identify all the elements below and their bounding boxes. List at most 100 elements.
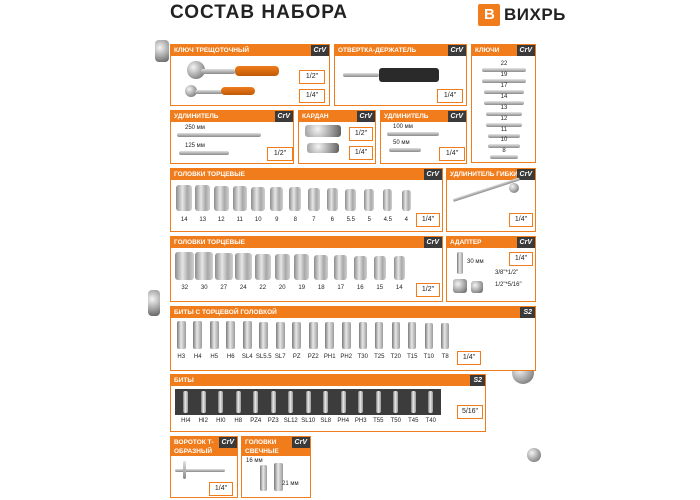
length-label: 250 мм <box>185 125 205 131</box>
socket-icon <box>353 255 367 280</box>
panel-sockets-quarter: головки торцевые CrV 141312111098765.554… <box>170 168 443 232</box>
wrench-icon <box>482 79 526 83</box>
panel-title: удлинитель <box>381 111 466 122</box>
bit-icon <box>253 391 259 413</box>
length-label: 50 мм <box>393 140 410 146</box>
socket-size-label: 7 <box>312 217 316 223</box>
socket-icon <box>175 252 195 280</box>
bit-icon <box>183 391 189 413</box>
bit-icon <box>200 391 206 413</box>
wrench-icon <box>490 155 518 159</box>
socket-icon <box>383 189 393 211</box>
bit-label: T55 <box>373 418 384 424</box>
panel-title: адаптер <box>447 237 535 248</box>
socket-size-label: 4 <box>404 217 408 223</box>
length-label: 125 мм <box>185 143 205 149</box>
bit-socket-label: PZ <box>292 354 301 360</box>
panel-title: отвертка-держатель <box>335 45 466 56</box>
bit-socket-icon <box>193 321 203 349</box>
bit-socket-icon <box>391 322 400 349</box>
extension-50-icon <box>389 148 421 152</box>
material-badge: CrV <box>274 111 293 122</box>
panel-title: биты <box>171 375 485 386</box>
material-badge: CrV <box>423 237 442 248</box>
panel-ratchet: Ключ трещоточный CrV 1/2" 1/4" <box>170 44 330 106</box>
socket-size-label: 10 <box>254 217 262 223</box>
size-label: 1/4" <box>299 89 325 103</box>
socket-icon <box>214 252 233 280</box>
bit-label: HI4 <box>181 418 191 424</box>
bit-socket-label: T25 <box>374 354 385 360</box>
bit-socket-icon <box>226 321 236 349</box>
bit-label: T50 <box>390 418 401 424</box>
bit-socket-label: T15 <box>407 354 418 360</box>
bit-socket-icon <box>259 321 269 349</box>
bit-socket-label: SL7 <box>274 354 286 360</box>
socket-size-label: 27 <box>220 285 228 291</box>
panel-title: кардан <box>299 111 375 122</box>
socket-icon <box>270 187 284 211</box>
bit-socket-icon <box>358 322 367 349</box>
decorative-socket-right-bottom-icon <box>527 448 541 462</box>
screwdriver-handle-icon <box>379 68 439 82</box>
socket-icon <box>345 188 357 211</box>
socket-size-label: 11 <box>236 217 243 223</box>
socket-icon <box>326 188 338 211</box>
bit-socket-icon <box>342 322 351 349</box>
wrench-size: 17 <box>500 83 508 89</box>
length-label: 100 мм <box>393 124 413 130</box>
socket-size-label: 24 <box>239 285 247 291</box>
bit-icon <box>323 391 329 413</box>
bit-label: PZ3 <box>267 418 279 424</box>
adapter-large-icon <box>453 279 467 293</box>
socket-icon <box>176 185 193 211</box>
panel-wrenches: ключи CrV 22 19 17 14 13 12 11 10 8 <box>471 44 536 163</box>
socket-icon <box>289 187 302 211</box>
size-label: 5/16" <box>457 405 483 419</box>
wrench-icon <box>484 101 524 105</box>
size-label: 1/2"*5/16" <box>495 282 522 288</box>
bit-socket-icon <box>441 322 450 349</box>
size-label: 1/4" <box>209 482 233 496</box>
extension-short-icon <box>179 151 229 155</box>
socket-size-label: 5.5 <box>346 217 355 223</box>
panel-title: Ключ трещоточный <box>171 45 329 56</box>
bit-label: PH3 <box>354 418 367 424</box>
socket-icon <box>234 253 252 280</box>
spark-socket-21-icon <box>274 463 283 491</box>
bit-icon <box>375 391 381 413</box>
socket-size-label: 12 <box>217 217 225 223</box>
bit-icon <box>428 391 434 413</box>
material-badge: CrV <box>310 45 329 56</box>
length-label: 21 мм <box>282 481 299 487</box>
socket-icon <box>294 254 310 280</box>
material-badge: CrV <box>447 45 466 56</box>
socket-icon <box>364 189 375 211</box>
ratchet-shaft <box>201 69 235 74</box>
socket-size-label: 30 <box>200 285 208 291</box>
bit-socket-icon <box>242 321 252 349</box>
bit-socket-icon <box>176 321 186 349</box>
wrench-icon <box>488 134 520 138</box>
bit-socket-icon <box>209 321 219 349</box>
socket-icon <box>195 252 214 280</box>
tbar-stem-icon <box>183 461 186 479</box>
bit-socket-label: H3 <box>177 354 186 360</box>
wrench-size: 8 <box>502 148 506 154</box>
bit-label: PZ4 <box>250 418 262 424</box>
socket-size-label: 14 <box>395 285 403 291</box>
socket-icon <box>195 185 211 211</box>
panel-title: удлинитель <box>171 111 293 122</box>
size-label: 1/4" <box>349 146 373 160</box>
panel-screwdriver: отвертка-держатель CrV 1/4" <box>334 44 467 106</box>
length-label: 16 мм <box>246 458 263 464</box>
panel-title: ключи <box>472 45 535 56</box>
panel-extension-1: удлинитель CrV 250 мм 125 мм 1/2" <box>170 110 294 164</box>
brand-name: ВИХРЬ <box>504 5 566 24</box>
wrench-size: 12 <box>500 116 508 122</box>
material-badge: CrV <box>291 437 310 448</box>
socket-icon <box>307 187 320 211</box>
cardan-joint-small-icon <box>307 143 339 153</box>
bit-icon <box>410 391 416 413</box>
